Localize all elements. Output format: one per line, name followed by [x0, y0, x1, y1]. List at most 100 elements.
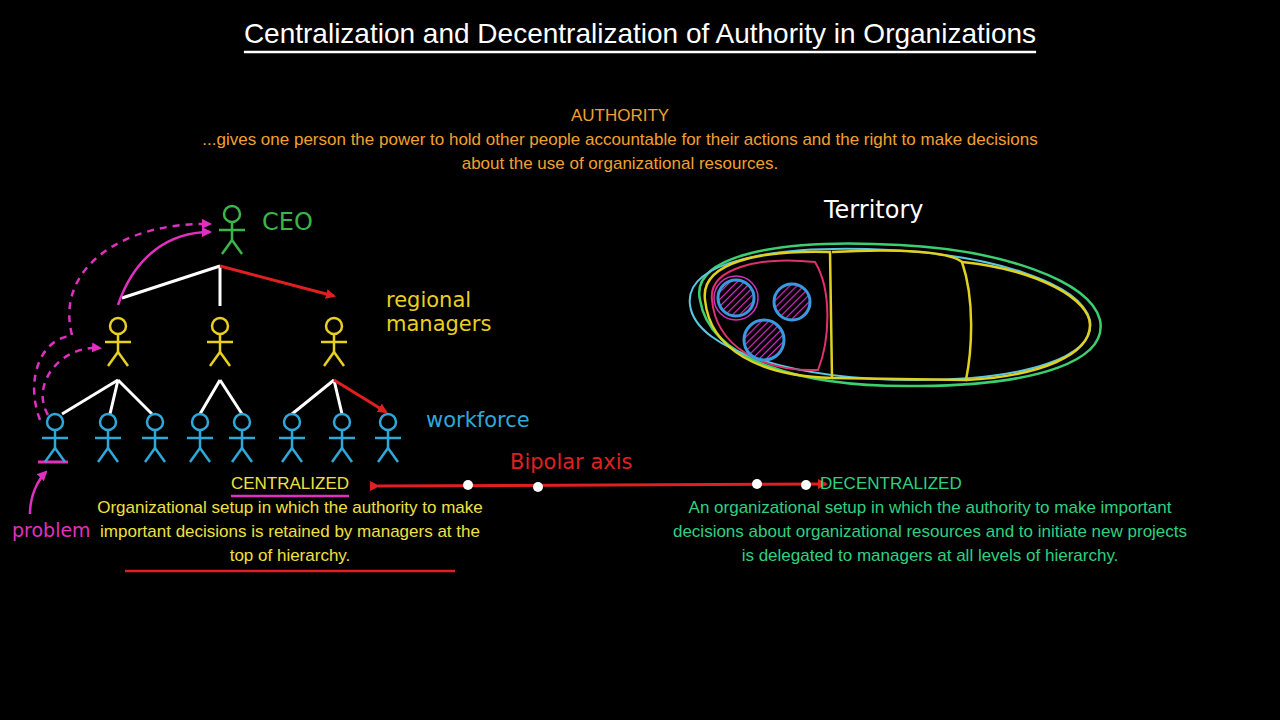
- underline: [125, 570, 455, 573]
- underline: [244, 51, 1036, 54]
- figure-stroke: [210, 352, 220, 366]
- stick-figure: [229, 414, 255, 462]
- escalation-arrow: [118, 232, 210, 305]
- stick-figure: [187, 414, 213, 462]
- title: Centralization and Decentralization of A…: [0, 16, 1280, 52]
- figure-stroke: [45, 448, 55, 462]
- role-label: regional managers: [386, 288, 526, 336]
- stick-figure: [219, 206, 245, 254]
- figure-stroke: [332, 448, 342, 462]
- definition-text: Organizational setup in which the author…: [95, 496, 485, 568]
- figure-stroke: [108, 448, 118, 462]
- figure-stroke: [292, 448, 302, 462]
- territory-map: [690, 243, 1101, 386]
- territory-outline: [690, 249, 1091, 380]
- hierarchy-line: [110, 380, 118, 414]
- figure-stroke: [47, 414, 63, 430]
- stick-figure: [95, 414, 121, 462]
- territory-outline: [699, 243, 1100, 386]
- figure-stroke: [229, 437, 255, 440]
- delegation-arrow: [334, 380, 386, 412]
- axis-dot: [533, 482, 543, 492]
- figure-stroke: [234, 414, 250, 430]
- figure-stroke: [145, 448, 155, 462]
- figure-stroke: [334, 352, 344, 366]
- figure-stroke: [190, 448, 200, 462]
- figure-stroke: [329, 437, 355, 440]
- district-circle: [718, 280, 754, 316]
- stick-figure: [42, 414, 68, 462]
- figure-stroke: [118, 352, 128, 366]
- region-outline: [832, 250, 971, 380]
- hierarchy-line: [62, 380, 118, 414]
- hierarchy-line: [292, 380, 334, 414]
- stick-figure: [105, 318, 131, 366]
- figure-stroke: [324, 352, 334, 366]
- role-label: CEO: [262, 210, 342, 234]
- figure-stroke: [100, 414, 116, 430]
- figure-stroke: [224, 206, 240, 222]
- escalation-arrow: [34, 336, 70, 420]
- escalation-arrow: [69, 224, 210, 335]
- figure-stroke: [334, 414, 350, 430]
- stick-figure: [279, 414, 305, 462]
- figure-stroke: [207, 341, 233, 344]
- stick-figure: [207, 318, 233, 366]
- figure-stroke: [55, 448, 65, 462]
- district-circle: [714, 276, 758, 320]
- hierarchy-line: [122, 266, 220, 298]
- figure-stroke: [192, 414, 208, 430]
- figure-stroke: [321, 341, 347, 344]
- hierarchy-line: [200, 380, 220, 414]
- axis-dot: [752, 479, 762, 489]
- figure-stroke: [378, 448, 388, 462]
- delegation-arrow: [220, 266, 334, 296]
- district-circle: [774, 284, 810, 320]
- figure-stroke: [105, 341, 131, 344]
- stick-figure: [142, 414, 168, 462]
- figure-stroke: [98, 448, 108, 462]
- escalation-arrow: [43, 348, 100, 415]
- problem-arrow: [30, 472, 46, 514]
- bipolar-axis: [378, 479, 826, 492]
- definition-text: ...gives one person the power to hold ot…: [200, 128, 1040, 176]
- figure-stroke: [279, 437, 305, 440]
- figure-stroke: [108, 352, 118, 366]
- hierarchy-line: [118, 380, 152, 414]
- region-outline: [705, 252, 832, 378]
- hierarchy-line: [220, 380, 242, 414]
- underline: [231, 495, 349, 498]
- stick-figure: [375, 414, 401, 462]
- figure-stroke: [147, 414, 163, 430]
- figure-stroke: [380, 414, 396, 430]
- underlines: [125, 52, 1036, 571]
- figure-stroke: [222, 240, 232, 254]
- figure-stroke: [375, 437, 401, 440]
- figure-stroke: [232, 448, 242, 462]
- figure-stroke: [142, 437, 168, 440]
- figure-stroke: [42, 437, 68, 440]
- district-circle: [744, 320, 784, 360]
- map-label: Territory: [824, 198, 994, 222]
- stick-figure: [329, 414, 355, 462]
- region-outline: [962, 262, 1090, 380]
- figure-stroke: [282, 448, 292, 462]
- region-outline: [712, 261, 828, 371]
- figure-stroke: [326, 318, 342, 334]
- figure-stroke: [187, 437, 213, 440]
- role-label: workforce: [426, 408, 586, 432]
- axis-dot: [801, 480, 811, 490]
- figure-stroke: [388, 448, 398, 462]
- org-chart: [30, 224, 386, 514]
- section-heading: AUTHORITY: [420, 104, 820, 128]
- figure-stroke: [232, 240, 242, 254]
- axis-dot: [463, 480, 473, 490]
- hierarchy-line: [219, 266, 222, 306]
- figure-stroke: [284, 414, 300, 430]
- pole-heading: DECENTRALIZED: [820, 472, 1040, 496]
- figure-stroke: [219, 229, 245, 232]
- figure-stroke: [342, 448, 352, 462]
- figure-stroke: [212, 318, 228, 334]
- figure-stroke: [155, 448, 165, 462]
- figure-stroke: [242, 448, 252, 462]
